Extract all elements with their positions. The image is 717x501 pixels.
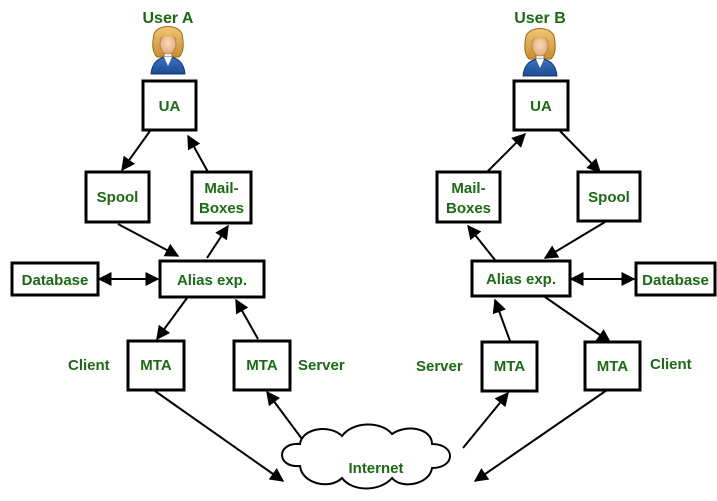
right-mta-client-node: MTA (583, 340, 642, 392)
edge-mta-server-b-to-alias (492, 298, 511, 342)
right-alias-node: Alias exp. (470, 259, 572, 298)
user-b-group: User B (514, 10, 566, 77)
person-icon (150, 26, 186, 75)
edge-mailboxes-b-to-ua (486, 133, 526, 173)
right-alias-label: Alias exp. (486, 271, 556, 288)
left-spool-node: Spool (84, 170, 151, 224)
left-mta-server-node: MTA (232, 339, 292, 392)
edge-spool-b-to-alias (543, 221, 606, 259)
cloud-icon (281, 423, 451, 490)
right-mailboxes-label-line2: Boxes (446, 200, 491, 217)
left-alias-node: Alias exp. (158, 259, 266, 299)
right-client-label: Client (650, 356, 692, 373)
edge-ua-a-to-spool (121, 130, 151, 172)
right-database-node: Database (634, 261, 717, 297)
right-spool-label: Spool (588, 189, 630, 206)
left-ua-label: UA (159, 98, 181, 115)
edge-alias-b-to-mailboxes (467, 224, 496, 261)
user-b-label: User B (514, 10, 566, 27)
right-database-label: Database (642, 272, 709, 289)
right-mta-server-label: MTA (494, 358, 526, 375)
right-mta-client-label: MTA (597, 358, 629, 375)
left-mailboxes-node: Mail- Boxes (190, 170, 253, 225)
left-client-label: Client (68, 357, 110, 374)
internet-label: Internet (348, 460, 403, 477)
left-spool-label: Spool (97, 189, 139, 206)
edge-mailboxes-a-to-ua (187, 134, 209, 173)
right-mailboxes-label-line1: Mail- (451, 180, 485, 197)
left-database-label: Database (22, 272, 89, 289)
left-mailboxes-label-line1: Mail- (204, 180, 238, 197)
left-mta-client-node: MTA (126, 339, 186, 392)
edge-mta-server-a-to-alias (235, 298, 259, 340)
edge-spool-a-to-alias (117, 223, 180, 257)
edge-alias-a-to-mta-client (156, 297, 188, 341)
person-icon (522, 28, 558, 77)
right-ua-label: UA (530, 98, 552, 115)
right-mta-server-node: MTA (480, 340, 539, 393)
internet-cloud: Internet (281, 423, 451, 490)
edge-internet-to-mta-server-b (462, 391, 509, 449)
edge-alias-b-to-mta-client (544, 296, 612, 343)
left-ua-node: UA (141, 79, 198, 132)
left-mta-server-label: MTA (246, 357, 278, 374)
right-ua-node: UA (512, 79, 570, 132)
right-mailboxes-node: Mail- Boxes (435, 170, 502, 224)
left-mailboxes-label-line2: Boxes (199, 200, 244, 217)
edge-ua-b-to-spool (559, 130, 601, 174)
user-a-group: User A (143, 10, 194, 75)
edge-mta-client-b-to-internet (473, 389, 608, 482)
right-spool-node: Spool (576, 170, 642, 223)
right-server-label: Server (416, 358, 463, 375)
left-database-node: Database (10, 261, 100, 297)
left-server-label: Server (298, 357, 345, 374)
user-a-label: User A (143, 10, 194, 27)
left-mta-client-label: MTA (140, 357, 172, 374)
edge-mta-client-a-to-internet (154, 390, 285, 482)
edges (97, 130, 636, 482)
left-alias-label: Alias exp. (177, 272, 247, 289)
edge-alias-a-to-mailboxes (206, 224, 229, 259)
edge-internet-to-mta-server-a (266, 390, 306, 444)
